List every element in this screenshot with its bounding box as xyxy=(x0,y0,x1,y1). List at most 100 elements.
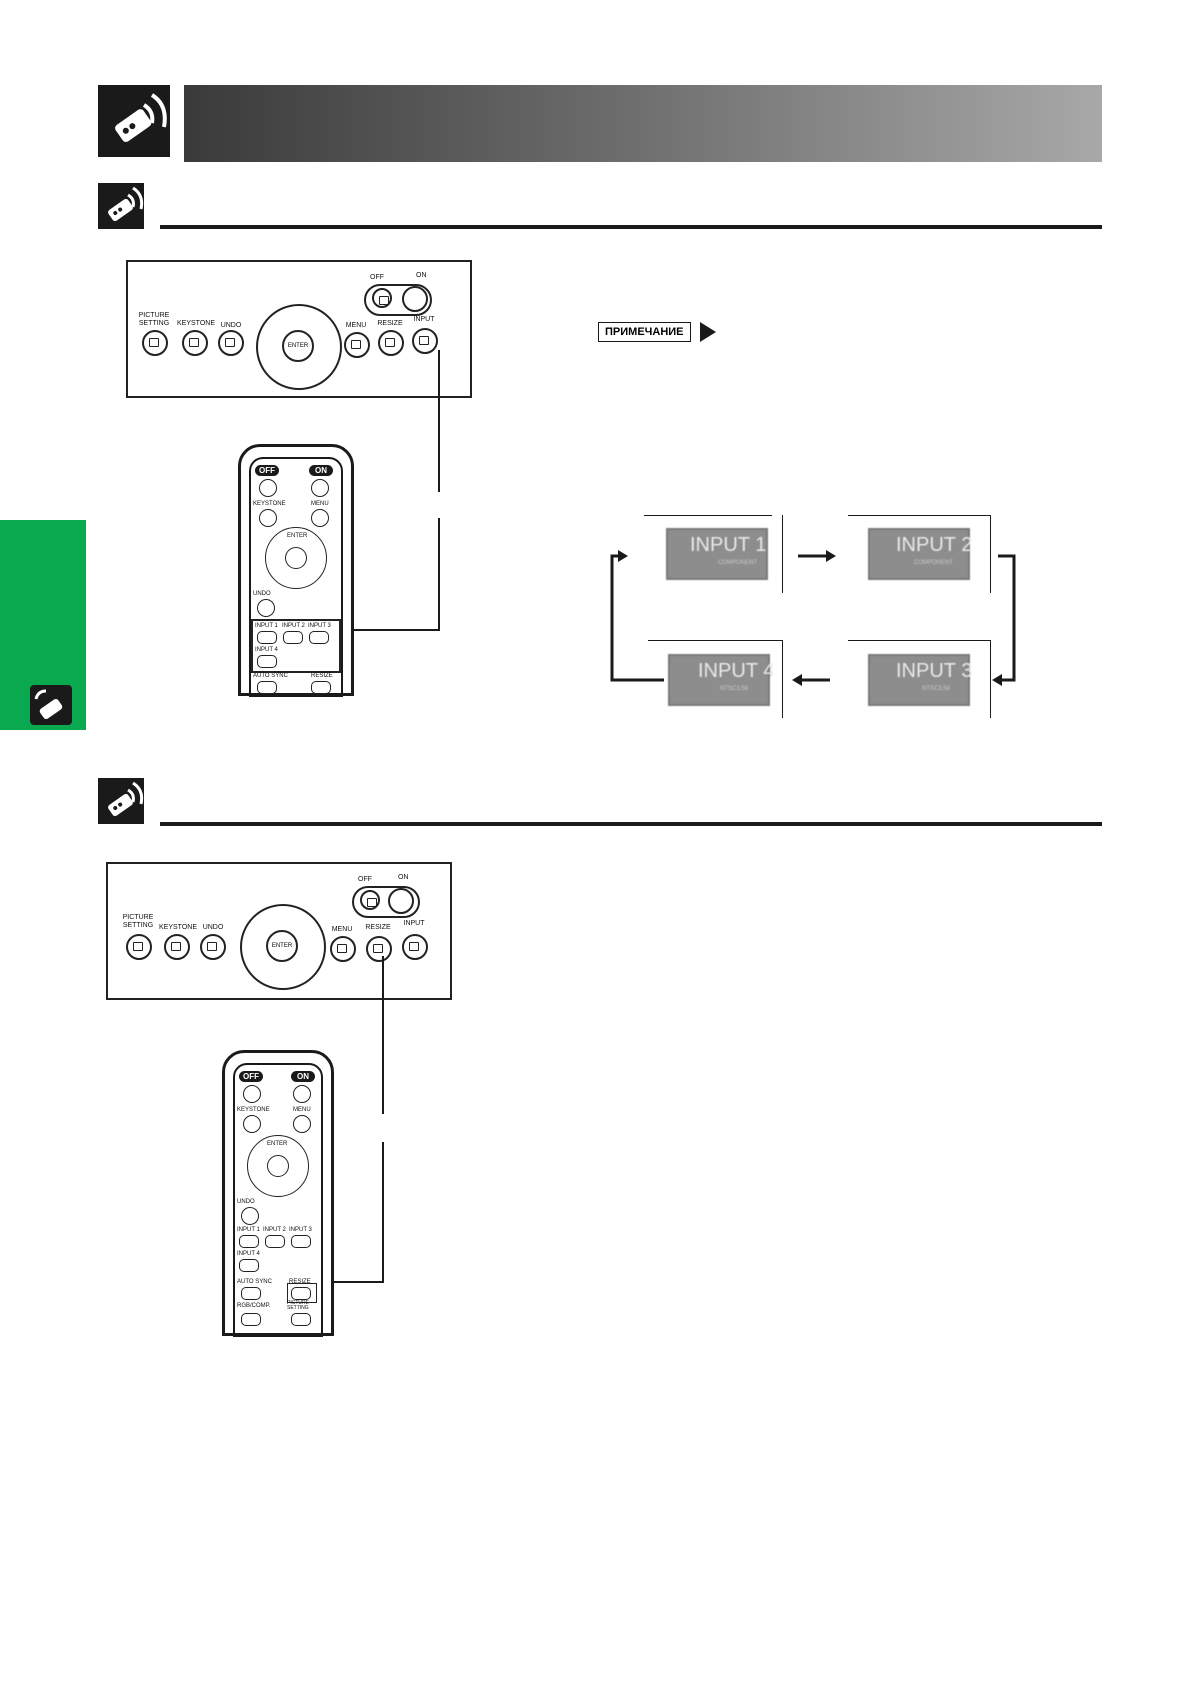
projector-control-panel: OFF ON PICTURE SETTING KEYSTONE UNDO ENT… xyxy=(106,862,452,1000)
picture-setting-button[interactable] xyxy=(142,330,168,356)
undo-label: UNDO xyxy=(202,924,224,931)
undo-button[interactable] xyxy=(218,330,244,356)
remote-off-button[interactable] xyxy=(243,1085,261,1103)
section-rule xyxy=(160,822,1102,826)
remote-input1-label: INPUT 1 xyxy=(255,623,278,629)
resize-highlight xyxy=(287,1283,317,1303)
on-button[interactable] xyxy=(388,888,414,914)
remote-input2-label: INPUT 2 xyxy=(263,1227,286,1233)
remote-autosync-label: AUTO SYNC xyxy=(237,1279,272,1285)
remote-input4-button[interactable] xyxy=(257,655,277,668)
arrow-left-icon xyxy=(792,674,830,686)
osd-frame xyxy=(782,515,783,593)
remote-on-label: ON xyxy=(309,465,333,476)
undo-label: UNDO xyxy=(220,322,242,329)
power-switch[interactable] xyxy=(364,284,432,316)
osd-frame xyxy=(990,515,991,593)
remote-undo-button[interactable] xyxy=(241,1207,259,1225)
osd-frame xyxy=(990,640,991,718)
remote-input3-label: INPUT 3 xyxy=(308,623,331,629)
remote-on-button[interactable] xyxy=(293,1085,311,1103)
remote-icon xyxy=(98,778,144,824)
keystone-label: KEYSTONE xyxy=(159,924,197,931)
remote-menu-button[interactable] xyxy=(311,509,329,527)
osd-input4: INPUT 4 NTSC3.58 xyxy=(668,654,774,706)
remote-input2-button[interactable] xyxy=(283,631,303,644)
osd-input3-title: INPUT 3 xyxy=(896,660,973,682)
resize-button[interactable] xyxy=(366,936,392,962)
remote-input2-button[interactable] xyxy=(265,1235,285,1248)
remote-off-button[interactable] xyxy=(259,479,277,497)
remote-input4-label: INPUT 4 xyxy=(255,647,278,653)
section-rule xyxy=(160,225,1102,229)
remote-keystone-button[interactable] xyxy=(243,1115,261,1133)
off-button[interactable] xyxy=(372,288,392,308)
enter-button[interactable]: ENTER xyxy=(282,330,314,362)
osd-input3-sub: NTSC3.58 xyxy=(922,686,951,692)
resize-label: RESIZE xyxy=(377,320,403,327)
osd-frame xyxy=(848,640,990,641)
direction-pad[interactable] xyxy=(240,904,326,990)
remote-resize-button[interactable] xyxy=(291,1287,311,1300)
input-button[interactable] xyxy=(412,328,438,354)
remote-direction-pad[interactable] xyxy=(265,527,327,589)
undo-button[interactable] xyxy=(200,934,226,960)
osd-input4-title: INPUT 4 xyxy=(698,660,775,682)
projector-control-panel: OFF ON PICTURE SETTING KEYSTONE UNDO ENT… xyxy=(126,260,472,398)
remote-undo-label: UNDO xyxy=(253,591,271,597)
remote-rgbcomp-button[interactable] xyxy=(241,1313,261,1326)
remote-resize-button[interactable] xyxy=(311,681,331,694)
remote-input3-button[interactable] xyxy=(309,631,329,644)
remote-input1-button[interactable] xyxy=(239,1235,259,1248)
remote-on-button[interactable] xyxy=(311,479,329,497)
on-label: ON xyxy=(398,874,409,881)
osd-input2-sub: COMPONENT xyxy=(914,560,953,566)
callout-line xyxy=(382,1142,384,1282)
picture-setting-button[interactable] xyxy=(126,934,152,960)
remote-picture-setting-button[interactable] xyxy=(291,1313,311,1326)
remote-enter-button[interactable] xyxy=(267,1155,289,1177)
picture-setting-label: PICTURE SETTING xyxy=(138,312,170,327)
remote-undo-button[interactable] xyxy=(257,599,275,617)
menu-button[interactable] xyxy=(330,936,356,962)
note-tag: ПРИМЕЧАНИЕ xyxy=(598,322,691,342)
remote-icon xyxy=(98,85,170,157)
remote-input4-button[interactable] xyxy=(239,1259,259,1272)
arrow-up-icon xyxy=(610,550,664,682)
remote-keystone-button[interactable] xyxy=(259,509,277,527)
remote-resize-label: RESIZE xyxy=(289,1279,311,1285)
keystone-button[interactable] xyxy=(182,330,208,356)
off-label: OFF xyxy=(370,274,384,281)
input-button[interactable] xyxy=(402,934,428,960)
remote-menu-button[interactable] xyxy=(293,1115,311,1133)
remote-autosync-button[interactable] xyxy=(241,1287,261,1300)
osd-input4-sub: NTSC3.58 xyxy=(720,686,749,692)
enter-button[interactable]: ENTER xyxy=(266,930,298,962)
callout-line xyxy=(438,350,440,492)
resize-button[interactable] xyxy=(378,330,404,356)
remote-direction-pad[interactable] xyxy=(247,1135,309,1197)
keystone-button[interactable] xyxy=(164,934,190,960)
picture-setting-label: PICTURE SETTING xyxy=(122,914,154,929)
on-button[interactable] xyxy=(402,286,428,312)
menu-button[interactable] xyxy=(344,332,370,358)
direction-pad[interactable] xyxy=(256,304,342,390)
remote-rgbcomp-label: RGB/COMP. xyxy=(237,1303,271,1309)
osd-input1-sub: COMPONENT xyxy=(718,560,757,566)
input-label: INPUT xyxy=(413,316,435,323)
remote-enter-label: ENTER xyxy=(267,1141,288,1147)
menu-label: MENU xyxy=(345,322,367,329)
osd-input1-title: INPUT 1 xyxy=(690,534,767,556)
osd-frame xyxy=(848,515,990,516)
remote-input1-button[interactable] xyxy=(257,631,277,644)
power-switch[interactable] xyxy=(352,886,420,918)
remote-input4-label: INPUT 4 xyxy=(237,1251,260,1257)
remote-enter-label: ENTER xyxy=(287,533,308,539)
remote-input3-button[interactable] xyxy=(291,1235,311,1248)
off-button[interactable] xyxy=(360,890,380,910)
remote-menu-label: MENU xyxy=(311,501,329,507)
remote-autosync-button[interactable] xyxy=(257,681,277,694)
osd-frame xyxy=(782,640,783,718)
osd-input3: INPUT 3 NTSC3.58 xyxy=(868,654,973,706)
remote-enter-button[interactable] xyxy=(285,547,307,569)
